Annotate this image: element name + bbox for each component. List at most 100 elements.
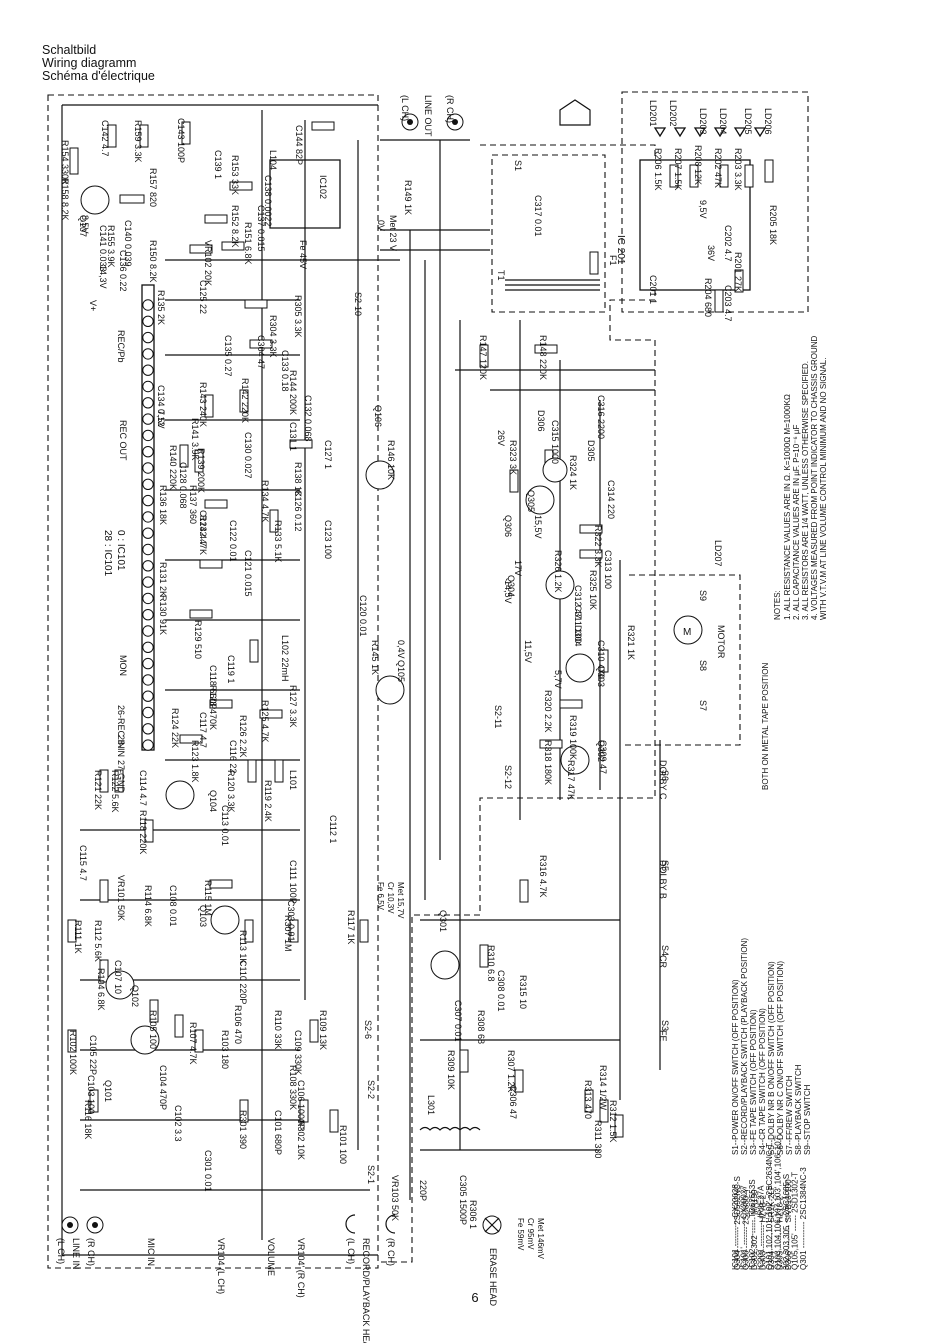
component-box [599,649,609,673]
component-box [247,759,257,783]
chassis-frame [47,94,379,1269]
component-box [229,181,253,191]
ic101-pin [142,397,154,409]
component-box [269,509,279,533]
transistors [80,185,595,1055]
component-box [144,819,154,843]
component-box [584,1089,594,1113]
component-box [579,549,603,559]
component-box [744,164,754,188]
component-box [69,147,79,175]
component-box [509,469,519,493]
component-box [734,269,744,293]
power-board-frame [378,144,656,1263]
led-board-frame [621,91,809,313]
component-box [89,1089,99,1113]
component-box [204,394,214,418]
ic101-pin [142,331,154,344]
mains-plug [559,99,591,126]
component-box [221,241,245,251]
component-box [67,1029,77,1053]
component-box [99,879,109,903]
ic101-pin [142,494,154,507]
component-box [181,121,191,145]
component-box [309,1019,319,1043]
component-box [174,1014,184,1038]
diagram-title-block: Schaltbild Wiring diagramm Schéma d'élec… [42,44,155,83]
component-box [459,1049,469,1073]
motor-symbol [673,615,703,645]
component-box [614,1114,624,1138]
page-number: 6 [471,1290,479,1305]
switch-frame [625,574,741,746]
ic101-pin [142,657,154,670]
ic101-pin [142,592,154,605]
coil-l301 [419,1126,481,1131]
bus-wires [61,104,661,1256]
component-box [99,769,109,793]
ic101-pin [142,348,154,360]
motor-m: M [683,627,691,638]
component-box [199,559,223,569]
component-box [764,159,774,183]
ic101-pin [142,429,154,442]
ic101-pin [142,576,154,588]
ic101-pin [142,462,154,474]
component-box [67,919,77,943]
ic101-pin [142,380,154,393]
ic101-pin [142,609,154,621]
title-french: Schéma d'électrique [42,69,155,83]
component-box [274,759,284,783]
component-box [179,734,203,744]
component-box [179,444,189,468]
ic101-pin [142,543,154,556]
component-box [514,1069,524,1093]
title-english: Wiring diagramm [42,56,137,70]
ic101-pin [142,674,154,686]
ic101-pins [142,299,154,751]
transformer-frame [491,154,606,313]
component-box [244,919,254,943]
component-box [359,919,369,943]
component-box [244,299,268,309]
component-box [249,639,259,663]
component-box [714,289,724,313]
component-box [99,959,109,983]
component-box [239,389,249,413]
component-box [209,879,233,889]
jacks [61,113,502,1235]
component-box [719,164,729,188]
ic101-pin [142,641,154,653]
component-box [539,739,563,749]
component-symbols [67,121,774,1138]
component-box [579,524,603,534]
component-box [239,1099,249,1123]
component-box [249,339,273,349]
component-box [599,1099,609,1123]
ic101-pin [142,625,154,637]
ic101-pin [142,690,154,702]
ic101-pin [142,723,154,735]
component-box [139,124,149,148]
component-box [189,609,213,619]
ic101-pin [142,478,154,490]
ic101-pin [142,299,154,311]
component-box [479,344,489,368]
ic101-pin [142,413,154,425]
component-box [204,214,228,224]
component-box [194,1029,204,1053]
component-box [149,999,159,1023]
component-box [189,244,213,254]
ic101-pin [142,739,154,751]
component-box [204,499,228,509]
component-box [289,919,299,943]
ic101-pin [142,446,154,458]
ic101-pin [142,560,154,572]
component-box [479,944,489,968]
component-box [669,164,679,188]
ic101-pin [142,527,154,539]
component-box [689,164,699,188]
title-german: Schaltbild [42,43,97,57]
transformer-t1 [505,251,600,291]
